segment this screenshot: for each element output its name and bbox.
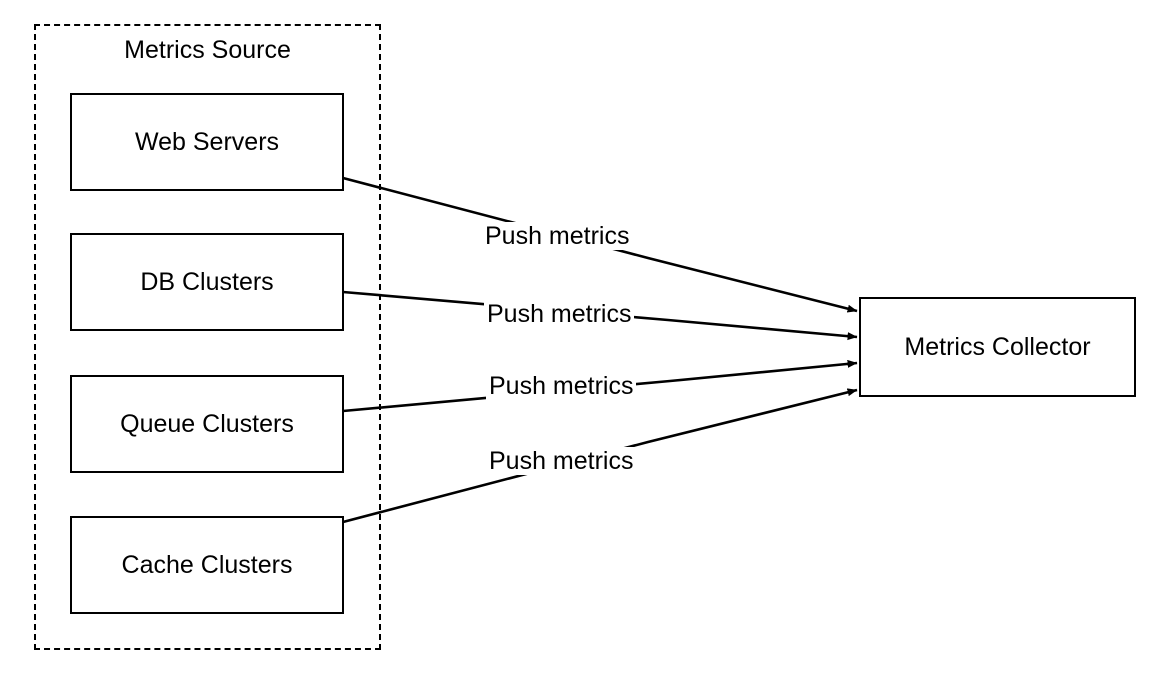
edge-label-db-clusters: Push metrics xyxy=(484,300,635,328)
edge-label-web-servers: Push metrics xyxy=(482,222,633,250)
edge-label-queue-clusters: Push metrics xyxy=(486,372,637,400)
node-queue-clusters-label: Queue Clusters xyxy=(120,409,294,438)
node-cache-clusters[interactable]: Cache Clusters xyxy=(70,516,344,614)
edge-queue-clusters-to-collector xyxy=(342,359,858,413)
node-cache-clusters-label: Cache Clusters xyxy=(121,550,293,579)
edge-db-clusters-to-collector xyxy=(342,290,858,341)
node-db-clusters[interactable]: DB Clusters xyxy=(70,233,344,331)
edge-web-servers-to-collector xyxy=(342,176,858,313)
node-db-clusters-label: DB Clusters xyxy=(140,267,274,296)
node-metrics-collector-label: Metrics Collector xyxy=(904,332,1091,361)
metrics-source-group-label: Metrics Source xyxy=(124,36,291,64)
node-web-servers-label: Web Servers xyxy=(134,127,280,156)
metrics-source-group xyxy=(34,24,381,650)
node-web-servers[interactable]: Web Servers xyxy=(70,93,344,191)
node-metrics-collector[interactable]: Metrics Collector xyxy=(859,297,1136,397)
edge-label-cache-clusters: Push metrics xyxy=(486,447,637,475)
edge-cache-clusters-to-collector xyxy=(342,388,858,524)
node-queue-clusters[interactable]: Queue Clusters xyxy=(70,375,344,473)
